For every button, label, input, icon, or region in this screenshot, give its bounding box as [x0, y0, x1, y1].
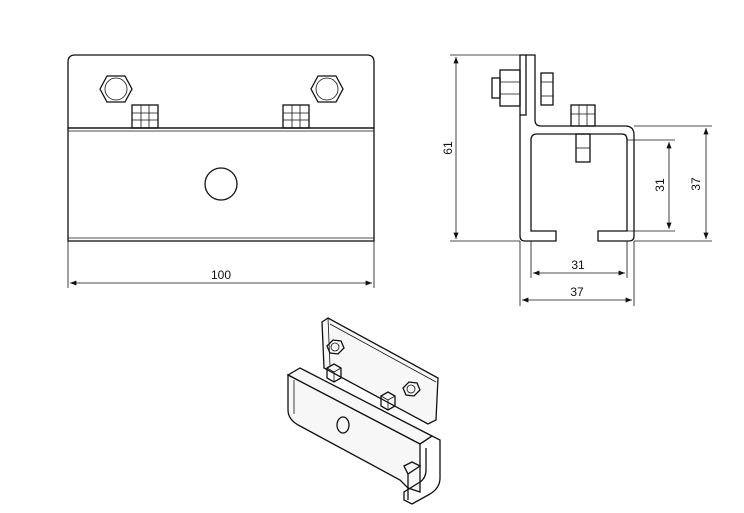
side-nut [540, 72, 554, 106]
front-upper-plate [67, 54, 375, 129]
nut-left [131, 104, 159, 129]
dimension-front-width: 100 [67, 241, 375, 288]
iso-channel-front [287, 373, 421, 493]
iso-bolt-upper-right [402, 381, 421, 397]
dimension-side-inner-height: 31 [627, 139, 675, 232]
dimension-side-outer-width: 37 [519, 241, 635, 306]
iso-channel-end [403, 435, 441, 505]
hex-bolt-left [99, 75, 133, 103]
front-center-hole [204, 167, 238, 201]
hex-bolt-right [310, 75, 344, 103]
dimension-side-height: 61 [441, 54, 535, 242]
dim-label-37-horizontal: 37 [570, 285, 584, 299]
side-bolt-head [499, 69, 521, 107]
side-stud-nut [570, 104, 596, 127]
side-view: 61 31 37 31 37 [441, 54, 712, 306]
iso-nut-right [380, 391, 396, 411]
front-view: 100 [67, 54, 375, 288]
side-back-plate [519, 54, 527, 116]
iso-bolt-upper-left [326, 339, 345, 355]
nut-right [282, 104, 310, 129]
isometric-view [286, 317, 441, 505]
iso-hole [336, 416, 350, 434]
dimension-side-inner-width: 31 [530, 241, 628, 278]
dim-label-37-vertical: 37 [689, 177, 703, 191]
dimension-side-outer-height: 37 [634, 125, 712, 242]
front-channel-body [67, 127, 375, 242]
dim-label-61: 61 [441, 141, 455, 155]
dim-label-31-vertical: 31 [653, 178, 667, 192]
dim-label-100: 100 [211, 268, 231, 282]
iso-nut-left [326, 363, 342, 383]
dim-label-31-horizontal: 31 [571, 258, 585, 272]
